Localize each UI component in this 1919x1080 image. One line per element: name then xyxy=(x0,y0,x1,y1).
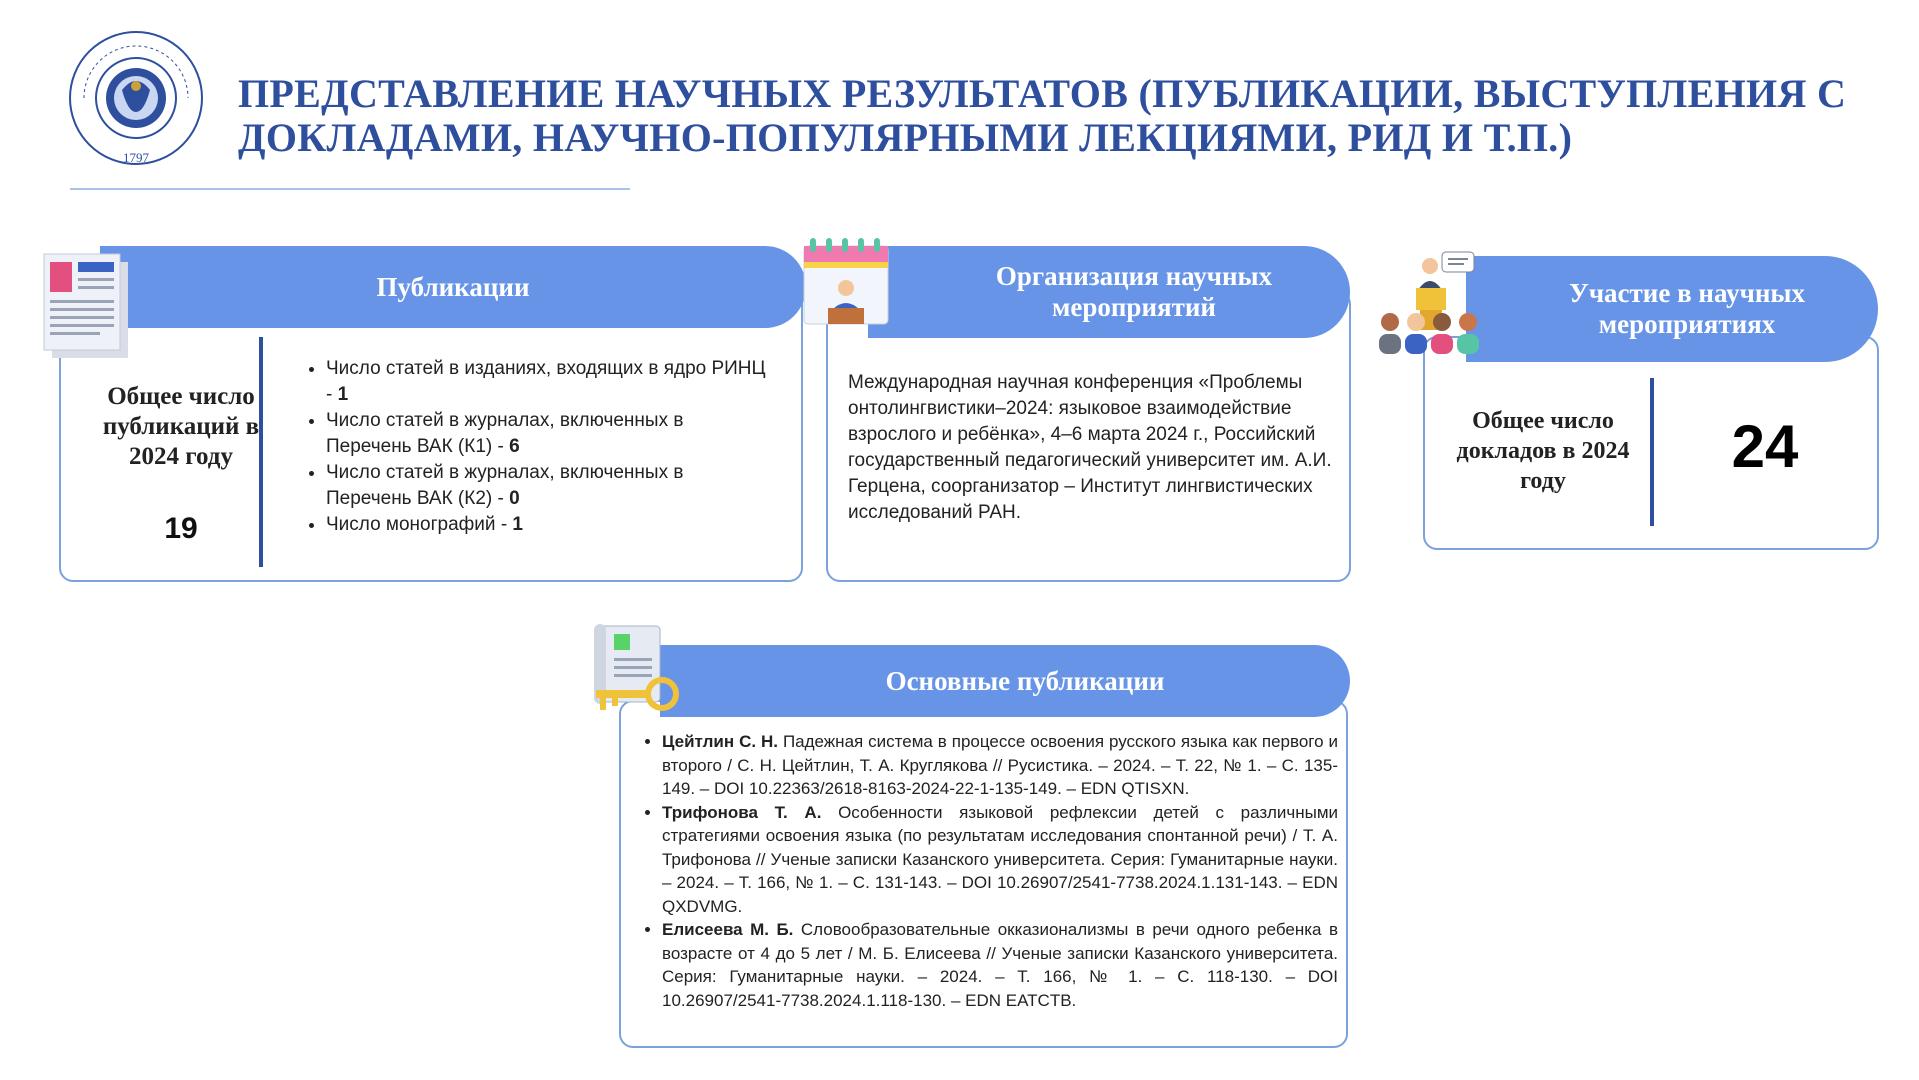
list-item: Число монографий - 1 xyxy=(326,512,766,538)
certificate-key-icon xyxy=(594,624,679,711)
list-item: Число статей в изданиях, входящих в ядро… xyxy=(326,356,766,408)
university-logo: 1797 xyxy=(69,31,203,165)
main-publications-card xyxy=(619,700,1348,1048)
list-item: Число статей в журналах, включенных в Пе… xyxy=(326,460,766,512)
organization-card xyxy=(826,290,1351,582)
main-publications-list: Цейтлин С. Н. Падежная система в процесс… xyxy=(640,730,1338,1012)
publications-total-label: Общее число публикаций в 2024 году xyxy=(102,383,260,470)
participation-total-label: Общее число докладов в 2024 году xyxy=(1456,408,1630,494)
main-publications-heading: Основные публикации xyxy=(660,645,1350,717)
publications-total-value: 19 xyxy=(164,512,198,545)
participation-total-value: 24 xyxy=(1731,413,1799,480)
title-divider xyxy=(70,188,630,190)
page-title: ПРЕДСТАВЛЕНИЕ НАУЧНЫХ РЕЗУЛЬТАТОВ (ПУБЛИ… xyxy=(238,71,1847,160)
organization-heading: Организация научных мероприятий xyxy=(868,246,1350,338)
list-item: Трифонова Т. А. Особенности языковой реф… xyxy=(662,801,1338,919)
participation-divider xyxy=(1650,378,1654,526)
organization-description: Международная научная конференция «Пробл… xyxy=(848,372,1332,523)
list-item: Цейтлин С. Н. Падежная система в процесс… xyxy=(662,730,1338,801)
document-icon xyxy=(43,253,128,358)
speaker-audience-icon xyxy=(1379,251,1479,354)
calendar-presentation-icon xyxy=(803,238,889,325)
list-item: Елисеева М. Б. Словообразовательные окка… xyxy=(662,918,1338,1012)
list-item: Число статей в журналах, включенных в Пе… xyxy=(326,408,766,460)
publications-divider xyxy=(259,337,263,567)
participation-heading: Участие в научных мероприятиях xyxy=(1466,256,1878,362)
publications-stats-list: Число статей в изданиях, входящих в ядро… xyxy=(286,356,766,538)
logo-year: 1797 xyxy=(123,150,150,165)
publications-heading: Публикации xyxy=(100,246,806,328)
